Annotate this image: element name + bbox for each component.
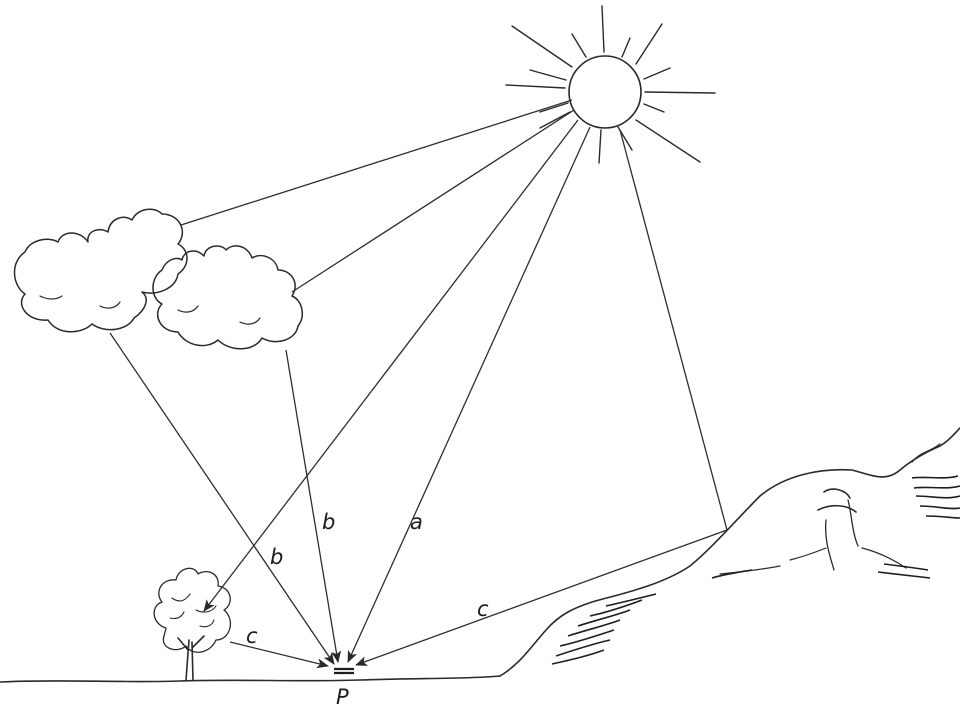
sun-icon xyxy=(506,6,715,163)
label-b-left: b xyxy=(270,545,283,569)
label-a: a xyxy=(410,510,423,534)
hill-icon xyxy=(500,428,960,676)
label-p: P xyxy=(336,685,349,709)
tree-icon xyxy=(154,568,230,680)
label-c-hill: c xyxy=(477,597,489,621)
cloud-right xyxy=(153,246,302,349)
ground-line xyxy=(0,676,500,682)
label-b-right: b xyxy=(322,510,335,534)
label-c-tree: c xyxy=(246,624,258,648)
point-p-marker xyxy=(334,669,354,673)
